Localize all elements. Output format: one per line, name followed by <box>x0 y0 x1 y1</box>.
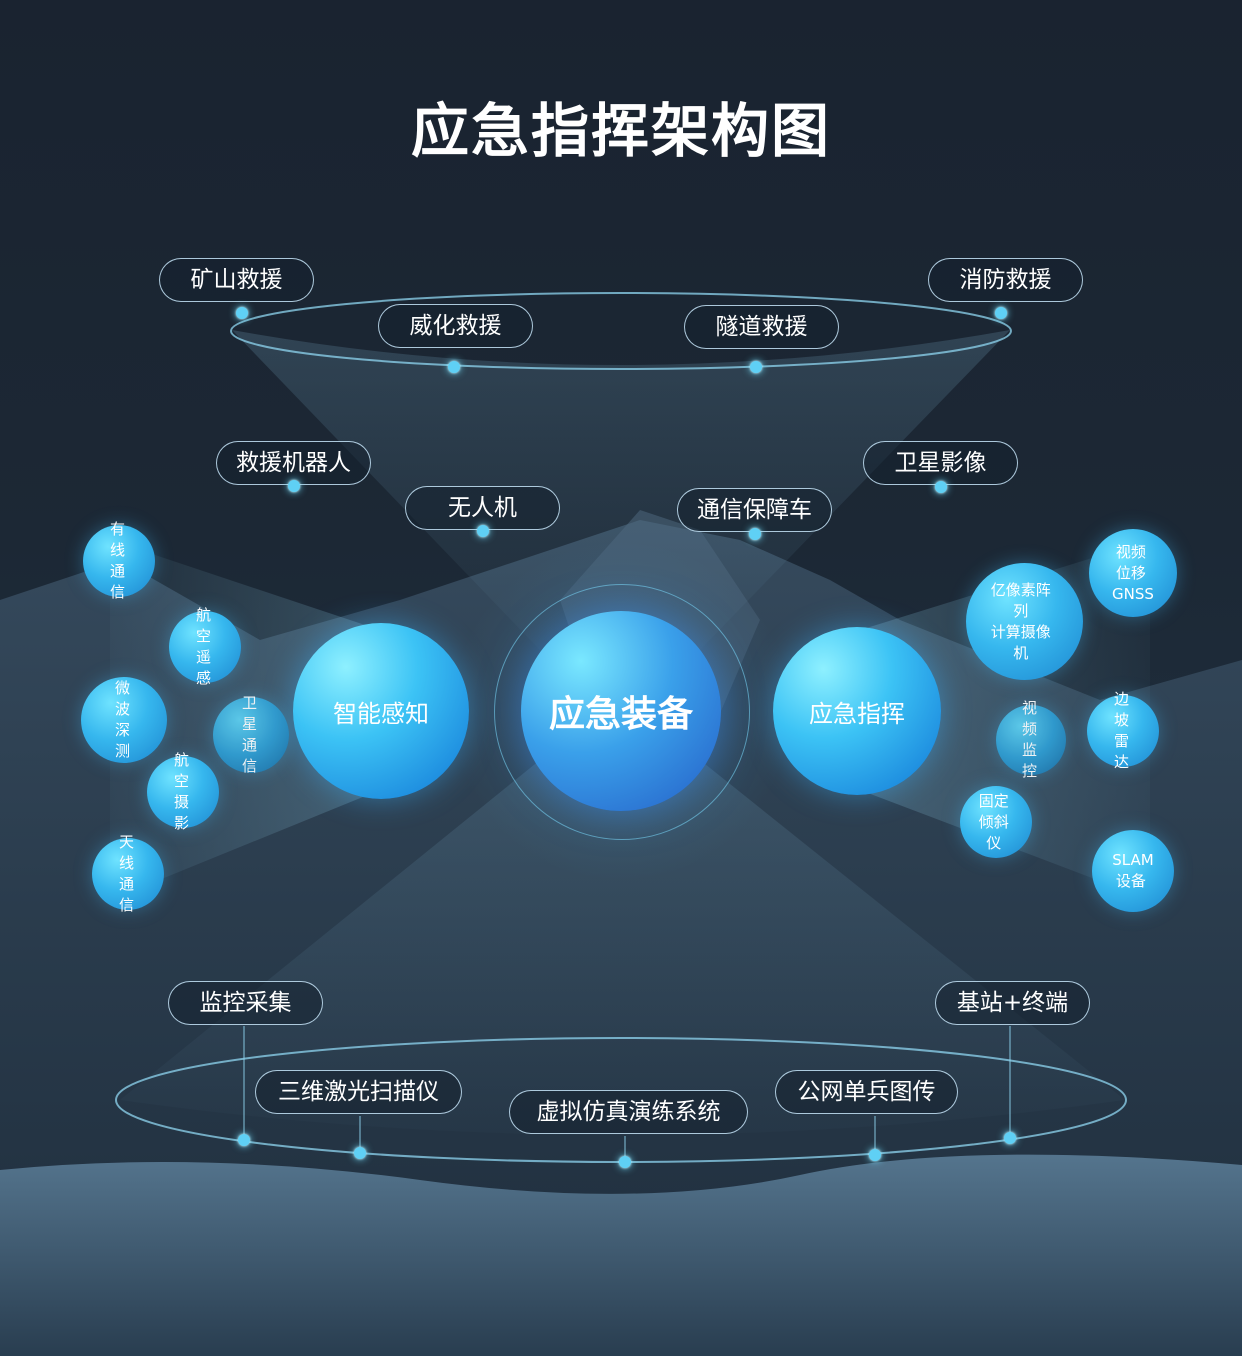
pill-simulation-system: 虚拟仿真演练系统 <box>509 1090 748 1134</box>
center-label: 应急装备 <box>548 694 693 735</box>
right-hub-label: 应急指挥 <box>809 699 905 728</box>
node-dot <box>288 480 300 492</box>
pill-laser-scanner: 三维激光扫描仪 <box>255 1070 462 1114</box>
bubble-video-monitor: 视频监控 <box>996 699 1066 780</box>
node-dot <box>238 1134 250 1146</box>
bubble-gigapixel-camera: 亿像素阵列计算摄像机 <box>966 563 1083 680</box>
pill-drone: 无人机 <box>405 486 560 530</box>
bubble-antenna-comm: 天线通信 <box>92 833 164 914</box>
node-dot <box>619 1156 631 1168</box>
bubble-microwave: 微波深测 <box>81 677 167 763</box>
pill-monitoring: 监控采集 <box>168 981 323 1025</box>
pill-tunnel-rescue: 隧道救援 <box>684 305 839 349</box>
node-dot <box>354 1147 366 1159</box>
node-dot <box>749 528 761 540</box>
pill-mine-rescue: 矿山救援 <box>159 258 314 302</box>
bubble-aerial-photo: 航空摄影 <box>147 751 219 832</box>
center-ring <box>494 584 750 840</box>
center-node: 应急装备 <box>521 611 721 811</box>
bubble-satellite-comm: 卫星通信 <box>213 694 289 775</box>
page-title: 应急指挥架构图 <box>410 97 831 165</box>
bubble-inclinometer: 固定倾斜仪 <box>960 786 1032 858</box>
bubble-wired-comm: 有线通信 <box>83 520 155 601</box>
pill-fire-rescue: 消防救援 <box>928 258 1083 302</box>
pill-rescue-robot: 救援机器人 <box>216 441 371 485</box>
node-dot <box>869 1149 881 1161</box>
left-hub: 智能感知 <box>293 623 469 799</box>
node-dot <box>1004 1132 1016 1144</box>
pill-base-station: 基站+终端 <box>935 981 1090 1025</box>
node-dot <box>935 481 947 493</box>
pill-satellite-imagery: 卫星影像 <box>863 441 1018 485</box>
node-dot <box>236 307 248 319</box>
bubble-aerial-remote: 航空遥感 <box>169 606 241 687</box>
pill-public-network-video: 公网单兵图传 <box>775 1070 958 1114</box>
node-dot <box>995 307 1007 319</box>
pill-chemical-rescue: 威化救援 <box>378 304 533 348</box>
left-hub-label: 智能感知 <box>333 699 429 728</box>
pill-comm-vehicle: 通信保障车 <box>677 488 832 532</box>
node-dot <box>477 525 489 537</box>
right-hub: 应急指挥 <box>773 627 941 795</box>
node-dot <box>448 361 460 373</box>
bubble-slope-radar: 边坡雷达 <box>1087 690 1159 771</box>
node-dot <box>750 361 762 373</box>
